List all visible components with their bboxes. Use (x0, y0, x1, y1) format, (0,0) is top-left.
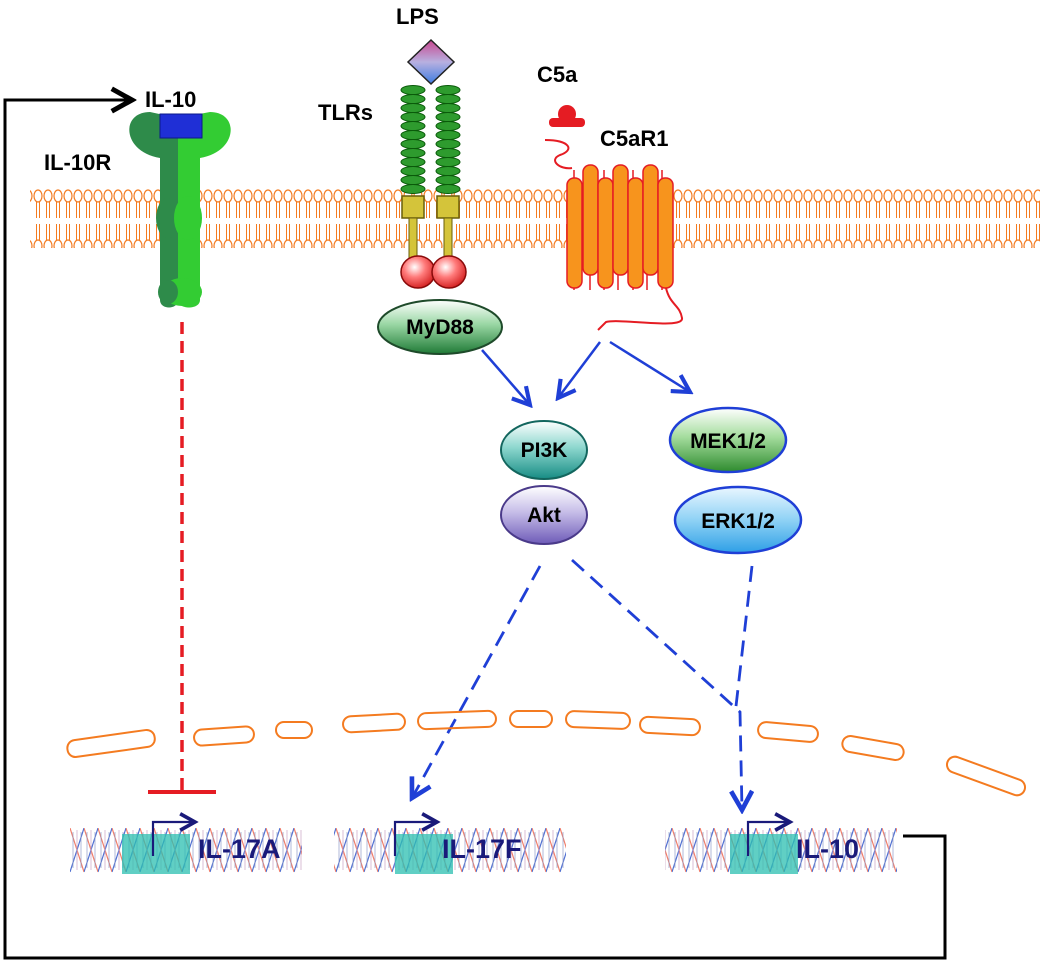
c5ar1-label: C5aR1 (600, 126, 668, 151)
il10-ligand-box (159, 113, 203, 139)
arrow-erk-to-il10 (733, 565, 754, 716)
dna-il10 (665, 828, 897, 880)
il10-promoter-region (730, 834, 798, 874)
mek-label: MEK1/2 (690, 430, 766, 453)
il10-feedback-loop (3, 100, 947, 960)
myd88-label: MyD88 (406, 316, 474, 339)
arrow-myd88-to-pi3k (481, 349, 530, 405)
akt-label: Akt (527, 504, 561, 527)
myd88-node (377, 299, 503, 355)
arrow-akt-to-il17f (412, 565, 542, 798)
pi3k-label: PI3K (521, 439, 568, 462)
tlr-dimer (400, 85, 467, 289)
c5ar1-receptor (544, 139, 683, 331)
tlr-chain-left (400, 85, 436, 289)
c5a-ligand (549, 105, 585, 127)
arrow-c5ar1-to-mek (609, 340, 690, 392)
tss-arrow-il10 (746, 822, 790, 856)
il10r-dark-domain (156, 198, 180, 238)
erk-node (673, 485, 803, 555)
c5a-label: C5a (537, 62, 578, 87)
gene-il10-label: IL-10 (796, 834, 859, 864)
nuclear-envelope (66, 709, 1027, 797)
il10r-chain-dark (129, 112, 178, 308)
il10-ligand-label: IL-10 (145, 87, 196, 112)
il17a-promoter-region (122, 834, 190, 874)
arrow-akt-to-il10 (571, 558, 742, 810)
tss-arrow-il17a (151, 822, 195, 856)
tlrs-label: TLRs (318, 100, 373, 125)
akt-node (500, 485, 588, 545)
pi3k-node (500, 420, 588, 480)
gene-il17a-label: IL-17A (198, 834, 281, 864)
mek-node (668, 406, 788, 474)
erk-label: ERK1/2 (701, 510, 775, 533)
tss-arrow-il17f (393, 822, 437, 856)
c5ar1-c-terminus (597, 287, 683, 331)
il10-receptor (129, 112, 231, 308)
il10r-chain-light (178, 112, 231, 308)
il10r-label: IL-10R (44, 150, 111, 175)
dna-il17a (70, 828, 302, 880)
dna-il17f (334, 828, 566, 880)
tlr-chain-right (431, 85, 467, 289)
il10r-light-domain (174, 196, 202, 240)
il17f-promoter-region (395, 834, 453, 874)
lps-label: LPS (396, 4, 439, 29)
c5ar1-n-terminus (544, 139, 573, 170)
lps-diamond (406, 38, 456, 86)
arrow-c5ar1-to-pi3k (558, 341, 601, 398)
il10r-dark-domain-lower (158, 280, 178, 304)
gene-il17f-label: IL-17F (442, 834, 522, 864)
